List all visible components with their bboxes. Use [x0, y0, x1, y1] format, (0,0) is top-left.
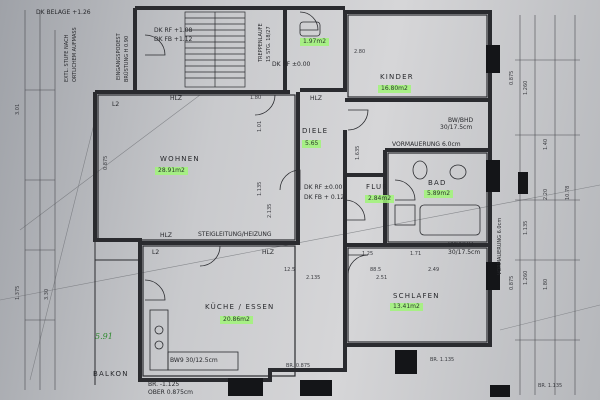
dim-bot-2: BR. 1.135	[430, 357, 455, 363]
dim-mid-1: 1.01	[257, 120, 263, 132]
room-label-wohnen: WOHNEN	[160, 155, 200, 163]
note-extl: EXTL. STUFE NACH	[64, 34, 70, 82]
note-vormauerung-1: VORMAUERUNG 6.0cm	[392, 141, 461, 148]
area-badge-flur: 2.84m2	[365, 195, 395, 203]
area-badge-schlafen: 13.41m2	[390, 303, 423, 311]
dim-right-5: 1.135	[523, 220, 529, 235]
dim-left-1: 3.01	[15, 103, 21, 115]
note-dk-rf-mid: DK RF ±0.00	[272, 61, 311, 68]
dim-far-2: 2.20	[543, 188, 549, 200]
area-badge-wc: 1.97m2	[300, 38, 330, 46]
dim-k-2: 88.5	[370, 267, 382, 273]
dim-right-1: 0.875	[509, 70, 515, 85]
note-brustung: BRÜSTUNG H 0.90	[124, 35, 130, 82]
note-steigleitung: STEIGLEITUNG/HEIZUNG	[198, 231, 272, 238]
area-badge-diele: 5.65	[302, 140, 322, 148]
note-dk-fb-lower: DK FB + 0.12	[304, 194, 345, 201]
note-eingang: EINGANGSPODEST	[116, 33, 122, 80]
note-dk-belag: DK BELAGE +1.26	[36, 9, 91, 16]
dim-bot-3: BR. 1.135	[538, 383, 563, 389]
dim-mid-3: 2.135	[267, 203, 273, 218]
note-bwbhd-2: BW/BHD	[448, 241, 474, 248]
note-hlz-4: HLZ	[310, 95, 322, 102]
dim-top-1: 2.80	[354, 49, 366, 55]
dimension-lines	[24, 10, 580, 395]
dim-left-3: 3.30	[44, 288, 50, 300]
dim-k-6: 1.71	[410, 251, 422, 257]
note-hlz-1: HLZ	[170, 95, 182, 102]
note-br-1: BR. -1.125	[148, 381, 180, 388]
note-ober: OBER 0.875cm	[148, 389, 194, 396]
dim-k-3: 2.49	[428, 267, 440, 273]
dim-k-4: 2.135	[306, 275, 321, 281]
note-l2-b: L2	[152, 249, 160, 256]
dim-right-3: 0.875	[509, 275, 515, 290]
note-bwbhd-1b: 30/17.5cm	[440, 124, 473, 131]
window-blocks	[228, 45, 528, 397]
dim-far-3: 1.80	[543, 278, 549, 290]
dim-far-4: 10.78	[565, 185, 571, 200]
dim-right-2: 1.260	[523, 80, 529, 95]
thin-walls	[97, 14, 488, 377]
area-badge-bad: 5.89m2	[424, 190, 454, 198]
dim-left-2: 0.875	[103, 155, 109, 170]
dim-top-2: 1.80	[250, 95, 262, 101]
dim-bot-1: BR. 0.875	[286, 363, 311, 369]
room-label-balkon: BALKON	[93, 370, 129, 378]
note-hlz-3: HLZ	[262, 249, 274, 256]
area-badge-kueche: 20.86m2	[220, 316, 253, 324]
door-swings	[144, 11, 416, 301]
handwritten-note: 5.91	[95, 332, 113, 341]
dim-left-4: 1.375	[15, 285, 21, 300]
dim-right-4: 1.260	[523, 270, 529, 285]
note-bwbhd-1: BW/BHD	[448, 117, 474, 124]
note-hlz-2: HLZ	[160, 232, 172, 239]
note-bw-kitchen: BW9 30/12.5cm	[170, 357, 218, 364]
note-treppe-2: 15 STG. 18/27	[266, 26, 272, 62]
note-stair-rf: DK RF +1.08	[154, 27, 193, 34]
room-label-bad: BAD	[428, 179, 447, 187]
dim-mid-2: 1.135	[257, 181, 263, 196]
dim-k-1: 12.5	[284, 267, 296, 273]
note-extl-2: ORTLICHEM AUFMASS	[72, 27, 78, 82]
note-l2-a: L2	[112, 101, 120, 108]
room-label-kinder: KINDER	[380, 73, 414, 81]
room-label-kueche: KÜCHE / ESSEN	[205, 303, 275, 311]
note-stair-fb: DK FB +1.12	[154, 36, 193, 43]
room-label-schlafen: SCHLAFEN	[393, 292, 440, 300]
balcony-outline	[94, 240, 140, 385]
bath-fixtures	[299, 21, 481, 236]
area-badge-wohnen: 28.91m2	[155, 167, 188, 175]
area-badge-kinder: 16.80m2	[378, 85, 411, 93]
room-label-diele: DIELE	[302, 127, 329, 135]
dim-far-1: 1.40	[543, 138, 549, 150]
note-dk-rf-lower: DK RF ±0.00	[304, 184, 343, 191]
room-label-flur: FLUR	[366, 183, 389, 191]
note-vormauerung-2: VORMAUERUNG 6.0cm	[497, 217, 503, 275]
note-bwbhd-2b: 30/17.5cm	[448, 249, 481, 256]
dim-k-7: 2.51	[376, 275, 388, 281]
dim-k-5: 1.25	[362, 251, 374, 257]
kitchen-counter	[149, 309, 239, 371]
note-treppe-1: TREPPENLAUFE	[258, 23, 264, 62]
staircase	[184, 11, 246, 88]
dim-mid-4: 1.635	[355, 145, 361, 160]
